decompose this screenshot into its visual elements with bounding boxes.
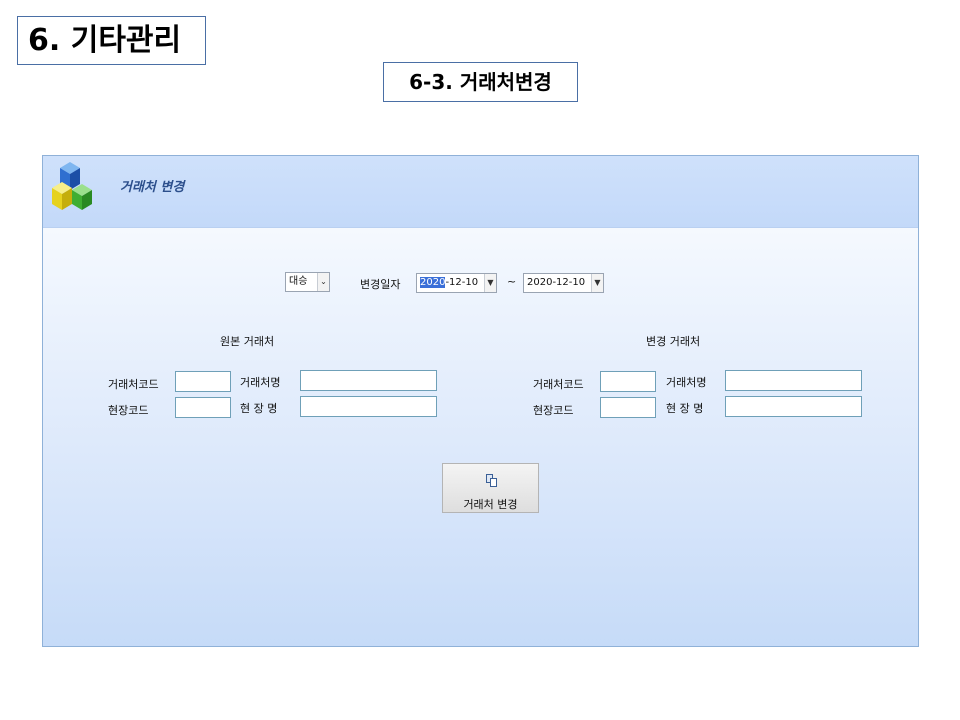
chevron-down-icon[interactable]: ⌄ [317, 273, 329, 291]
date-to-value: 2020-12-10 [527, 277, 586, 288]
original-code-field[interactable] [175, 371, 231, 392]
change-vendor-button-label: 거래처 변경 [463, 498, 518, 511]
change-date-label: 변경일자 [360, 278, 401, 291]
dropdown-arrow-icon[interactable]: ▼ [591, 274, 603, 292]
app-window: 거래처 변경 대승 ⌄ 변경일자 2020-12-10 ▼ ~ 2020-12-… [42, 155, 919, 647]
changed-site-code-field[interactable] [600, 397, 656, 418]
window-header: 거래처 변경 [43, 156, 918, 228]
original-name-label: 거래처명 [240, 376, 281, 389]
date-from-picker[interactable]: 2020-12-10 ▼ [416, 273, 497, 293]
changed-code-field[interactable] [600, 371, 656, 392]
dropdown-arrow-icon[interactable]: ▼ [484, 274, 496, 292]
changed-site-name-field[interactable] [725, 396, 862, 417]
original-name-field[interactable] [300, 370, 437, 391]
type-select[interactable]: 대승 ⌄ [285, 272, 330, 292]
original-vendor-heading: 원본 거래처 [220, 335, 275, 348]
cubes-icon [52, 162, 92, 210]
original-site-code-label: 현장코드 [108, 404, 149, 417]
changed-site-code-label: 현장코드 [533, 404, 574, 417]
date-from-rest: -12-10 [445, 277, 479, 288]
changed-site-name-label: 현 장 명 [666, 402, 704, 415]
sub-title: 6-3. 거래처변경 [383, 62, 578, 102]
copy-icon [486, 474, 497, 487]
changed-name-field[interactable] [725, 370, 862, 391]
changed-name-label: 거래처명 [666, 376, 707, 389]
change-vendor-button[interactable]: 거래처 변경 [442, 463, 539, 513]
original-site-name-label: 현 장 명 [240, 402, 278, 415]
date-to-picker[interactable]: 2020-12-10 ▼ [523, 273, 604, 293]
date-from-selected: 2020 [420, 277, 446, 288]
changed-code-label: 거래처코드 [533, 378, 584, 391]
type-select-value: 대승 [289, 276, 308, 287]
changed-vendor-heading: 변경 거래처 [646, 335, 701, 348]
original-site-code-field[interactable] [175, 397, 231, 418]
section-title: 6. 기타관리 [17, 16, 206, 65]
date-range-separator: ~ [507, 275, 517, 288]
original-code-label: 거래처코드 [108, 378, 159, 391]
original-site-name-field[interactable] [300, 396, 437, 417]
window-title: 거래처 변경 [120, 180, 185, 195]
